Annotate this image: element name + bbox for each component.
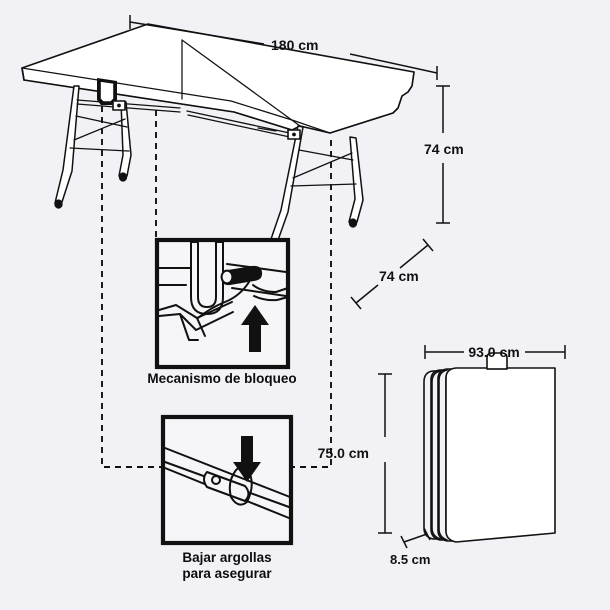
detail-box-lock-mechanism: Mecanismo de bloqueo — [147, 237, 297, 386]
table-edge-inner — [23, 79, 293, 131]
table-fold-line-far — [181, 39, 301, 127]
right-lock-pin — [292, 132, 296, 137]
dimension-length-line — [129, 21, 265, 45]
lower-rings-caption-line2: para asegurar — [182, 566, 272, 581]
ring-bar-upper-top — [164, 447, 291, 498]
lower-rings-caption-line1: Bajar argollas — [182, 550, 271, 565]
dimension-folded-height-label: 75.0 cm — [318, 445, 369, 461]
lock-up-arrow-icon — [241, 305, 269, 352]
left-leg-brace-diag — [73, 118, 126, 141]
table-handle-slot-inner — [99, 80, 115, 103]
dimension-folded-width-93: 93.0 cm — [424, 344, 566, 360]
right-leg-brace-lower — [290, 183, 357, 187]
folded-layer-2 — [430, 369, 448, 541]
table-edge-front — [21, 67, 25, 81]
right-leg-brace-upper — [298, 149, 354, 161]
lock-pin-cap — [220, 269, 234, 285]
table-edge-right-band — [329, 71, 415, 134]
left-lock-pin — [117, 103, 121, 108]
left-leg-assembly — [54, 85, 181, 209]
dimension-height-74: 74 cm — [424, 85, 464, 224]
dimension-depth-line-lower — [355, 284, 379, 304]
dimension-folded-thickness-tick-right — [423, 527, 431, 541]
dimension-depth-label: 74 cm — [379, 268, 419, 284]
leader-line-left-leg — [101, 106, 162, 468]
left-leg-foot — [54, 199, 63, 209]
lock-support-bar-upper — [158, 301, 233, 319]
lock-release-arm — [197, 281, 250, 319]
lock-release-arm-3 — [253, 295, 289, 302]
dimension-folded-thickness-line — [403, 533, 428, 543]
lock-support-bar-lower — [158, 311, 234, 331]
folded-case-handle — [486, 352, 508, 370]
folded-case-body — [445, 367, 556, 543]
dimension-folded-height-75: 75.0 cm — [318, 373, 392, 534]
dimension-depth-tick-near — [350, 296, 362, 310]
left-leg-rail — [76, 99, 181, 109]
dimension-length-180: 180 cm — [129, 15, 438, 80]
lock-support-bar-edge — [179, 313, 199, 341]
lock-mechanism-caption: Mecanismo de bloqueo — [147, 371, 296, 386]
leader-line-right-leg — [288, 140, 332, 468]
dimension-length-line-right — [349, 53, 438, 74]
lock-support-bar-edge2 — [196, 317, 206, 337]
lock-underside-plane-mid2 — [231, 287, 287, 297]
lock-release-arm-2 — [252, 284, 289, 293]
left-leg-rail2 — [76, 103, 181, 113]
dimension-depth-line-upper — [399, 244, 429, 269]
detail-box-lower-rings: Bajar argollas para asegurar — [160, 414, 294, 581]
dimension-depth-74: 74 cm — [350, 238, 434, 310]
dimension-depth-tick-far — [422, 238, 434, 252]
dimension-folded-thickness-tick-left — [400, 535, 408, 549]
table-edge-band — [21, 67, 331, 134]
dimension-folded-thickness-label: 8.5 cm — [390, 552, 430, 567]
right-leg-foot — [348, 218, 358, 228]
ring-down-arrow-icon — [233, 436, 261, 482]
dimension-height-label: 74 cm — [424, 141, 464, 157]
ring-plate-hole — [211, 475, 221, 485]
left-leg-brace-lower — [69, 147, 130, 152]
folded-table-illustration: 93.0 cm 75.0 cm 8.5 cm — [318, 344, 566, 567]
right-leg-brace-diag — [292, 152, 353, 179]
dimension-folded-width-label: 93.0 cm — [468, 344, 519, 360]
table-underside-notch — [257, 127, 277, 132]
left-leg-inner-foot — [118, 172, 128, 182]
right-leg-rail2 — [187, 114, 300, 140]
dimension-length-label: 180 cm — [271, 37, 318, 53]
open-table-illustration: 180 cm 74 cm 74 cm — [21, 15, 464, 468]
right-leg-rail — [186, 110, 300, 136]
dimension-folded-thickness-85: 8.5 cm — [390, 527, 431, 567]
